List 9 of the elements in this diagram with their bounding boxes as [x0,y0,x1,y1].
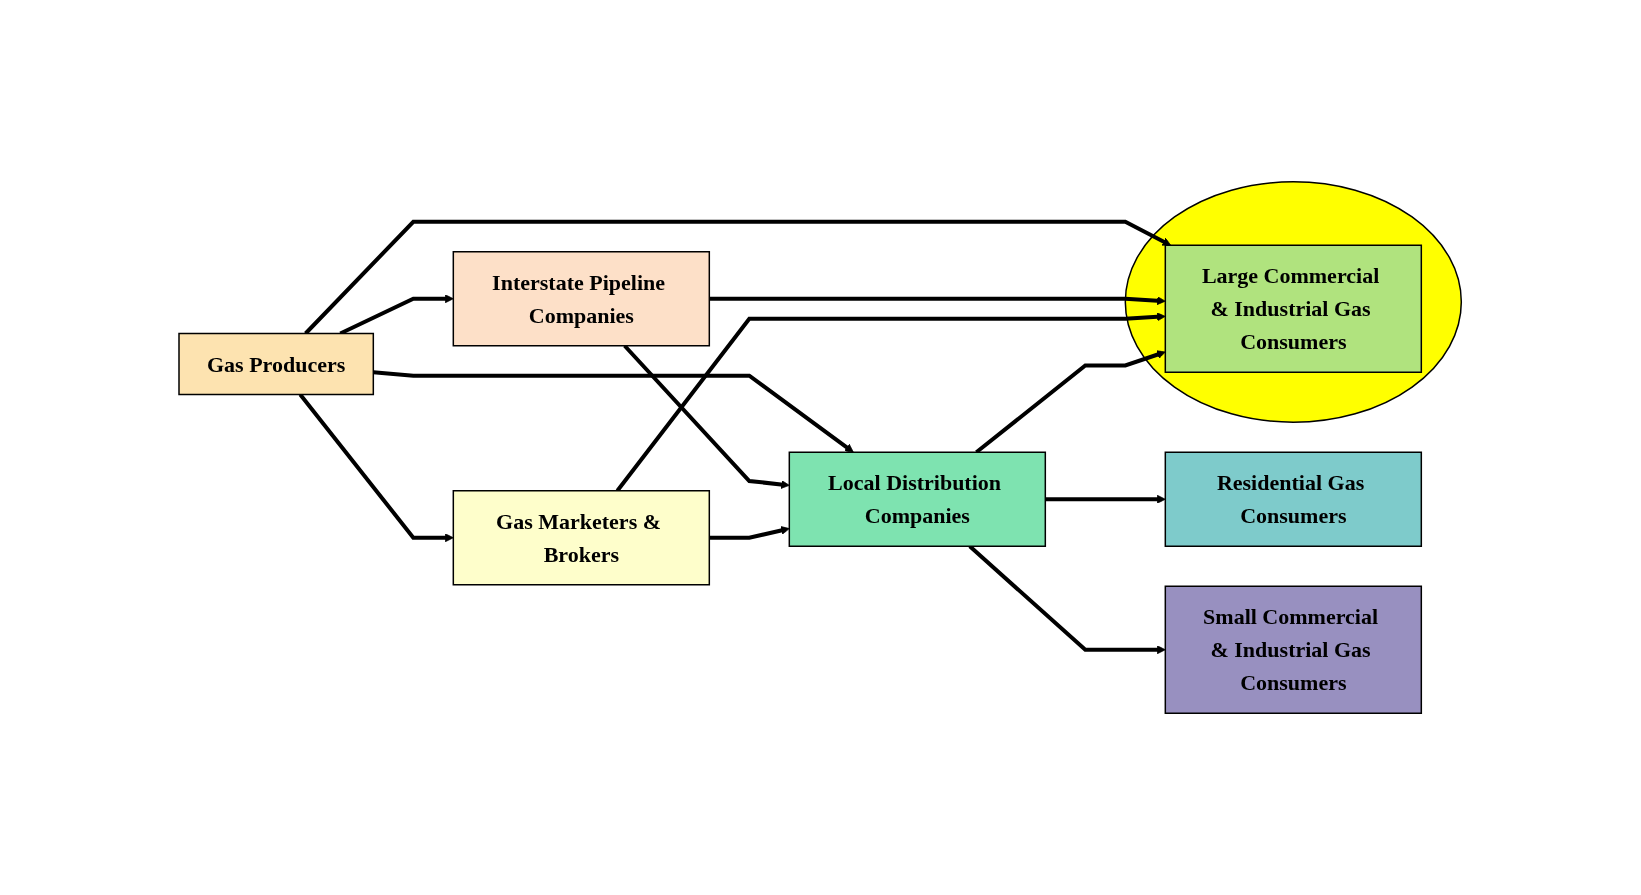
arrow [304,219,1172,335]
arrow [373,370,855,453]
node-box: Interstate Pipeline Companies [452,251,711,347]
node-box: Gas Producers [178,332,375,396]
node-box: Gas Marketers & Brokers [452,490,711,586]
node-box: Local Distribution Companies [788,451,1047,547]
node-box: Small Commercial & Industrial Gas Consumers [1164,585,1423,714]
node-box: Residential Gas Consumers [1164,451,1423,547]
node-box: Large Commercial & Industrial Gas Consumers [1164,244,1423,373]
